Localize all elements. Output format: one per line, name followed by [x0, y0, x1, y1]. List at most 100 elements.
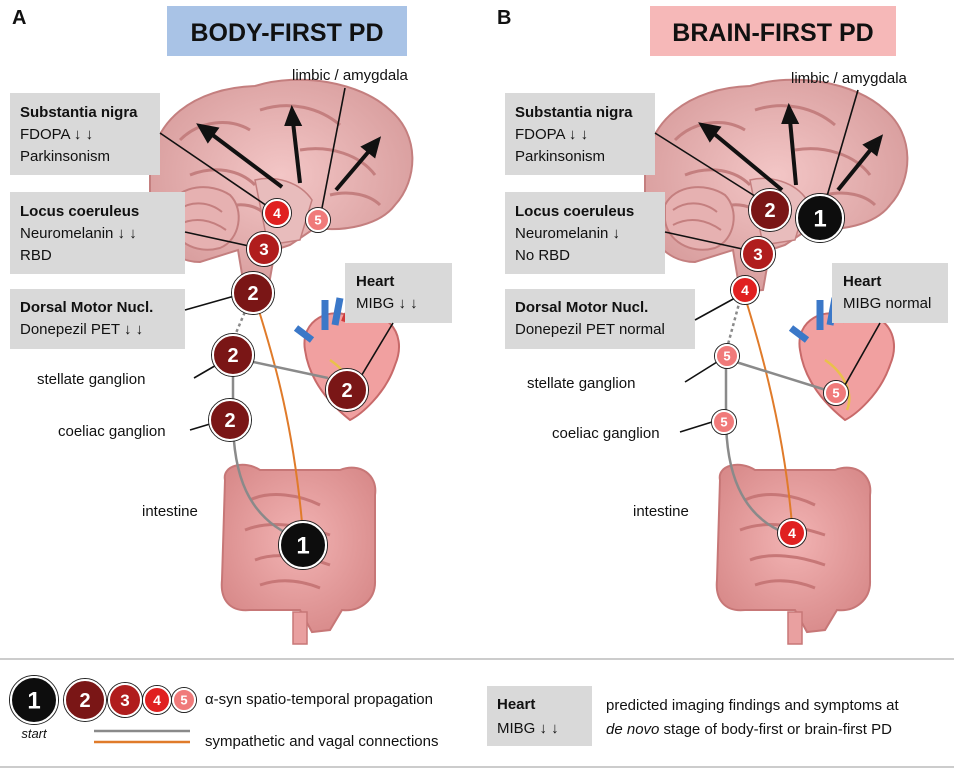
stage-node-coeliac-outline [208, 398, 252, 442]
stage-node-lc-label: 3 [753, 245, 762, 264]
legend-box-title: Heart [497, 696, 535, 713]
legend-node-5: 5 [171, 687, 197, 713]
box-heart [832, 263, 948, 323]
stage-node-sn-outline [748, 188, 792, 232]
stage-node-intestine: 4 [777, 518, 807, 548]
stage-node-lc: 3 [740, 236, 776, 272]
panel-letter: A [12, 7, 26, 29]
stage-node-sn-outline [262, 198, 292, 228]
dmn-title: Dorsal Motor Nucl. [20, 299, 153, 316]
legend-node-3-circle [108, 683, 142, 717]
stage-node-limbic-label: 1 [813, 206, 826, 233]
heart-title: Heart [843, 273, 881, 290]
stage-node-intestine-label: 4 [788, 525, 796, 541]
stage-node-dmn: 2 [231, 271, 275, 315]
stage-node-limbic-circle [306, 208, 330, 232]
stage-node-lc-label: 3 [259, 240, 268, 259]
legend-node-1: 1 [9, 675, 59, 725]
legend-node-4-circle [143, 686, 171, 714]
legend-node-3: 3 [107, 682, 143, 718]
stage-node-coeliac-circle [712, 410, 736, 434]
legend-propagation: α-syn spatio-temporal propagation [205, 691, 433, 708]
coeliac-label: coeliac ganglion [552, 425, 660, 442]
sn-line1: FDOPA ↓ ↓ [515, 126, 588, 143]
box-dorsal-motor [10, 289, 185, 349]
coeliac-label: coeliac ganglion [58, 423, 166, 440]
stage-node-intestine-label: 1 [296, 533, 309, 560]
heart-line1: MIBG normal [843, 295, 931, 312]
box-substantia-nigra [505, 93, 655, 175]
legend-node-4: 4 [142, 685, 172, 715]
stage-node-limbic: 1 [795, 193, 845, 243]
lc-title: Locus coeruleus [515, 203, 634, 220]
stage-node-heart-circle [326, 369, 368, 411]
stage-node-stellate: 5 [714, 343, 740, 369]
sn-title: Substantia nigra [515, 104, 633, 121]
legend-node-2: 2 [63, 678, 107, 722]
stage-node-dmn-circle [731, 276, 759, 304]
propagation-arrows [698, 102, 884, 192]
legend-node-1-label: 1 [27, 688, 40, 715]
legend-connections: sympathetic and vagal connections [205, 733, 438, 750]
limbic-label: limbic / amygdala [791, 70, 908, 87]
stage-node-dmn-label: 4 [741, 282, 749, 298]
sn-line1: FDOPA ↓ ↓ [20, 126, 93, 143]
legend-box [487, 686, 592, 746]
stage-node-dmn-circle [232, 272, 274, 314]
legend-node-2-circle [64, 679, 106, 721]
legend-node-5-circle [172, 688, 196, 712]
legend-node-3-label: 3 [120, 691, 129, 710]
stage-node-heart: 5 [823, 380, 849, 406]
lc-line2: No RBD [515, 247, 570, 264]
panel-title-bg [167, 6, 407, 56]
stage-node-coeliac: 2 [208, 398, 252, 442]
stage-node-coeliac-circle [209, 399, 251, 441]
heart-title: Heart [356, 273, 394, 290]
stage-node-sn-label: 4 [273, 205, 281, 221]
stage-node-lc-circle [247, 232, 281, 266]
legend-node-4-label: 4 [153, 692, 161, 708]
stage-node-stellate-outline [714, 343, 740, 369]
stage-node-dmn-outline [231, 271, 275, 315]
panel-body-first: A BODY-FIRST PD [10, 6, 452, 645]
box-substantia-nigra [10, 93, 160, 175]
legend-findings-line2: de novo stage of body-first or brain-fir… [606, 721, 892, 738]
stage-node-stellate-label: 5 [723, 349, 730, 364]
stage-node-sn-circle [263, 199, 291, 227]
box-heart [345, 263, 452, 323]
legend-findings-rest: stage of body-first or brain-first PD [659, 721, 892, 738]
box-locus-coeruleus [10, 192, 185, 274]
stage-node-dmn: 4 [730, 275, 760, 305]
legend-node-5-label: 5 [180, 693, 187, 708]
sn-line2: Parkinsonism [20, 148, 110, 165]
stage-node-sn: 4 [262, 198, 292, 228]
sn-line2: Parkinsonism [515, 148, 605, 165]
propagation-arrows [196, 104, 382, 192]
stage-node-coeliac-label: 5 [720, 415, 727, 430]
limbic-label: limbic / amygdala [292, 67, 409, 84]
leader-lines [654, 89, 881, 433]
stage-node-intestine-outline [278, 520, 328, 570]
stage-node-dmn-label: 2 [247, 283, 258, 305]
stage-node-coeliac-outline [711, 409, 737, 435]
dmn-title: Dorsal Motor Nucl. [515, 299, 648, 316]
legend-node-2-outline [63, 678, 107, 722]
stage-node-limbic-outline [305, 207, 331, 233]
panel-letter: B [497, 7, 511, 29]
stage-node-heart-outline [823, 380, 849, 406]
stage-node-limbic-outline [795, 193, 845, 243]
stage-node-lc-outline [740, 236, 776, 272]
lc-line2: RBD [20, 247, 52, 264]
stage-node-heart-outline [325, 368, 369, 412]
stage-node-intestine-circle [279, 521, 327, 569]
stage-node-lc-circle [741, 237, 775, 271]
legend-node-1-outline [9, 675, 59, 725]
legend-node-2-label: 2 [79, 690, 90, 712]
intestine-label: intestine [142, 503, 198, 520]
legend-findings-line1: predicted imaging findings and symptoms … [606, 697, 899, 714]
stellate-label: stellate ganglion [527, 375, 635, 392]
connection-lines [724, 290, 827, 535]
stage-node-stellate-label: 2 [227, 345, 238, 367]
